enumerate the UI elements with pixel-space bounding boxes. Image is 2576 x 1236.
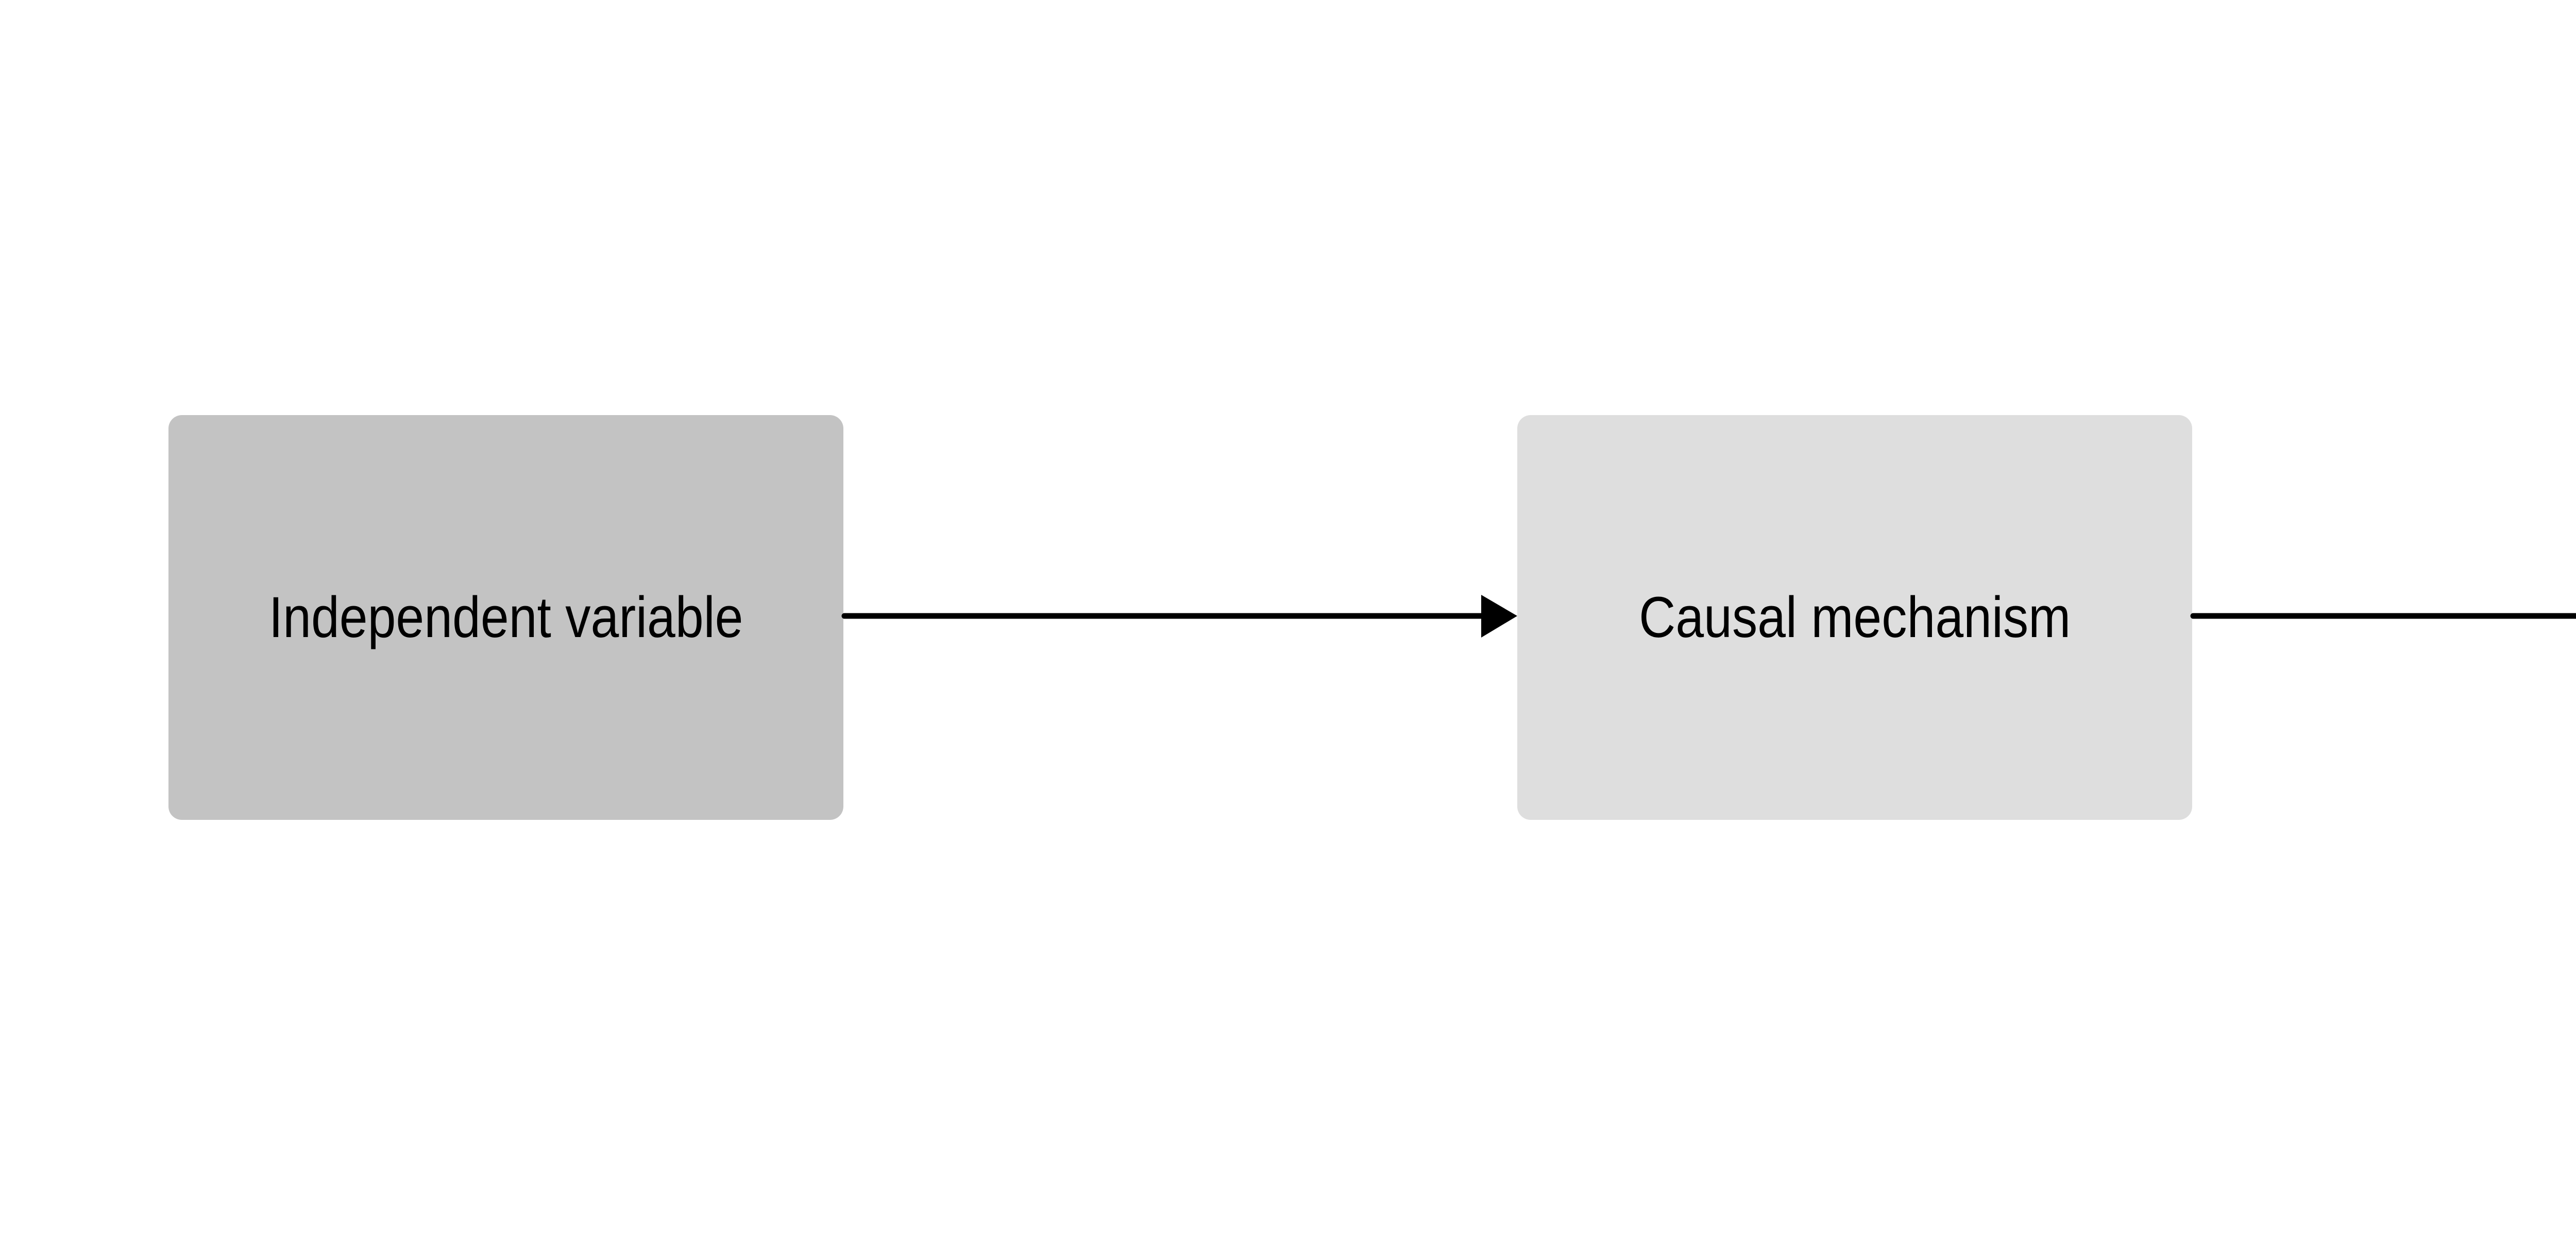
arrow-head bbox=[1481, 595, 1517, 638]
arrow-causal-to-dependent-icon bbox=[2190, 613, 2576, 619]
node-independent-variable[interactable]: Independent variable bbox=[168, 415, 843, 820]
node-independent-variable-label: Independent variable bbox=[268, 585, 743, 649]
edge-independent-to-causal bbox=[841, 587, 1517, 649]
node-causal-mechanism-label: Causal mechanism bbox=[1638, 585, 2071, 649]
edge-causal-to-dependent bbox=[2190, 587, 2576, 649]
node-causal-mechanism[interactable]: Causal mechanism bbox=[1517, 415, 2192, 820]
arrow-independent-to-causal-icon bbox=[841, 595, 1517, 638]
